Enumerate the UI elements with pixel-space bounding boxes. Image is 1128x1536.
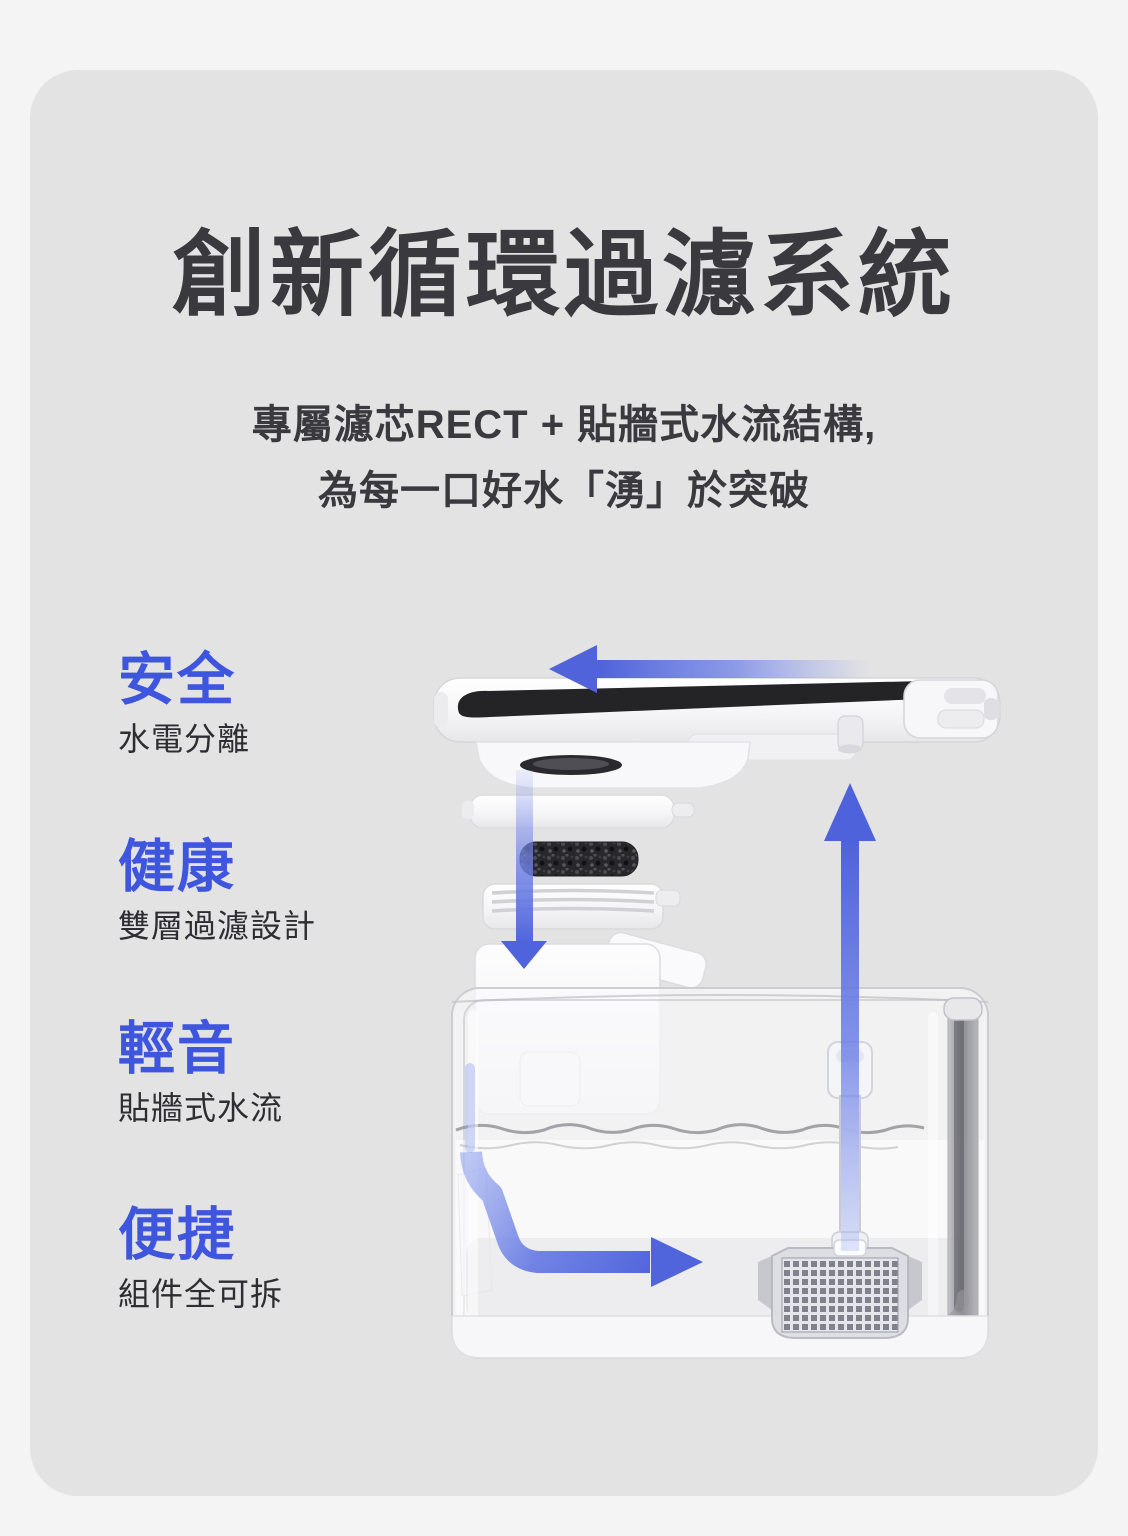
filter-stack [462, 794, 695, 930]
feature-convenient: 便捷 組件全可拆 [118, 1203, 284, 1312]
feature-safety-title: 安全 [118, 648, 236, 712]
feature-convenient-title: 便捷 [118, 1203, 236, 1267]
feature-quiet-desc: 貼牆式水流 [118, 1090, 284, 1126]
pump-mesh [781, 1257, 899, 1333]
feature-convenient-desc: 組件全可拆 [118, 1276, 284, 1312]
feature-health: 健康 雙層過濾設計 [118, 835, 317, 944]
flow-up-riser [824, 783, 876, 1251]
filter-cover [462, 794, 695, 829]
lid-inlet-nozzle [837, 715, 864, 754]
lid-dark-top-surface [457, 680, 970, 718]
feature-quiet: 輕音 貼牆式水流 [118, 1017, 284, 1126]
top-tray-lid [433, 677, 1001, 789]
carbon-filter-sponge [519, 841, 639, 877]
pump-filter-basket [758, 1239, 922, 1339]
feature-safety-desc: 水電分離 [118, 721, 251, 757]
flow-down-through-filter [501, 770, 547, 969]
subtitle: 專屬濾芯RECT + 貼牆式水流結構, 為每一口好水「湧」於突破 [0, 392, 1128, 524]
flow-left-across-lid [549, 645, 872, 693]
feature-quiet-title: 輕音 [118, 1017, 236, 1081]
filter-tray [482, 883, 681, 930]
feature-health-desc: 雙層過濾設計 [118, 908, 317, 944]
subtitle-line-2: 為每一口好水「湧」於突破 [318, 469, 810, 513]
lid-right-handle [903, 679, 999, 739]
tank-rim [451, 994, 989, 1003]
feature-safety: 安全 水電分離 [118, 648, 251, 757]
page-title: 創新循環過濾系統 [171, 222, 956, 327]
flow-along-bottom [460, 1063, 703, 1287]
subtitle-line-1: 專屬濾芯RECT + 貼牆式水流結構, [251, 403, 877, 447]
feature-health-title: 健康 [118, 835, 236, 899]
lid-left-cap [434, 692, 448, 728]
